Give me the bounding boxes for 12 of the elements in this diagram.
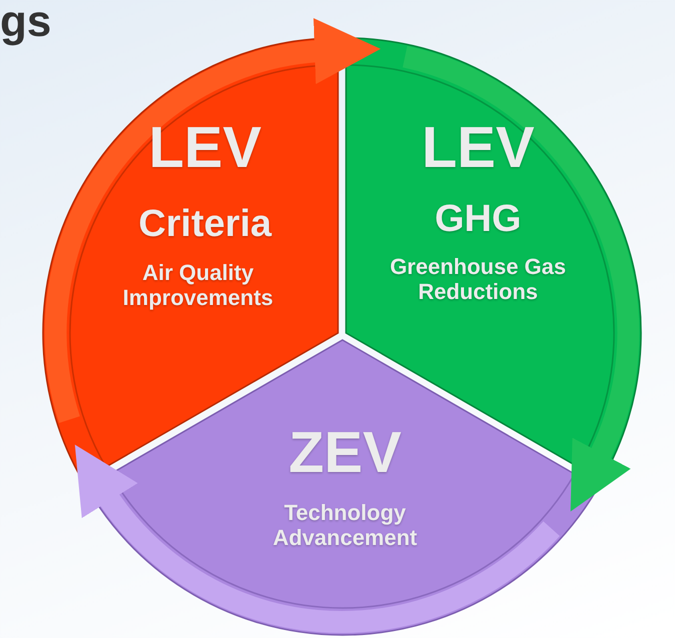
description: Technology Advancement (272, 500, 418, 551)
title: LEV (148, 115, 262, 182)
curved-arrow (72, 446, 560, 633)
curved-arrow (402, 46, 640, 513)
description: Air Quality Improvements (122, 260, 274, 311)
title: LEV (420, 115, 536, 182)
subtitle: Criteria (137, 203, 273, 247)
description: Greenhouse Gas Reductions (388, 254, 568, 305)
heading-fragment: gs (0, 0, 52, 44)
subtitle: GHG (434, 198, 522, 242)
title: ZEV (288, 420, 402, 487)
curved-arrow (45, 19, 380, 422)
